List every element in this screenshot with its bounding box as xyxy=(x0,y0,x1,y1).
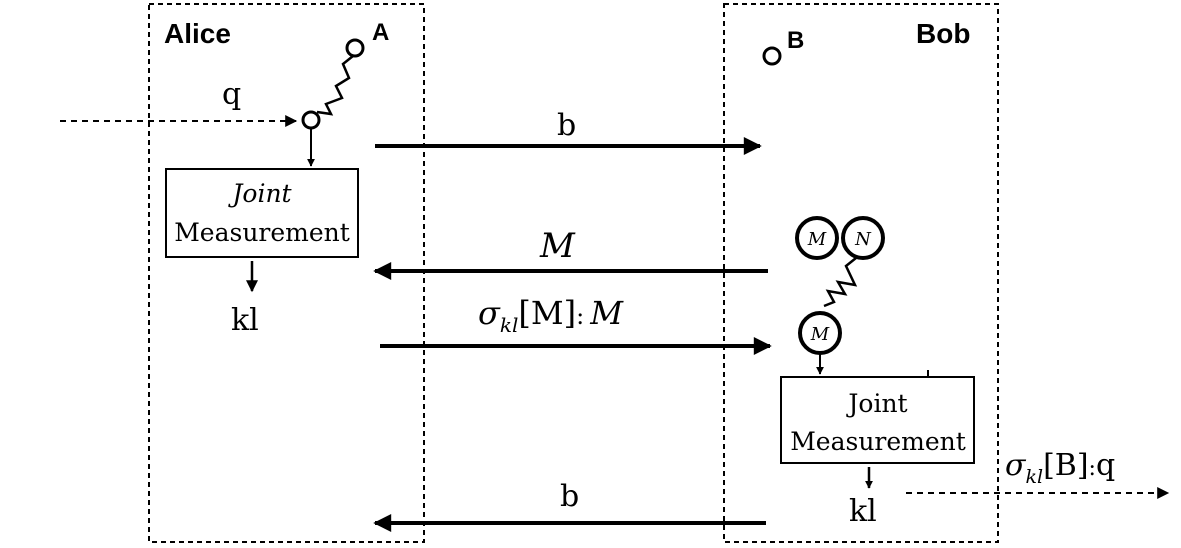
bob-particle-m-icon xyxy=(795,216,839,260)
output-sub: kl xyxy=(1025,466,1043,488)
input-q-label: q xyxy=(222,77,241,112)
alice-box-line1: Joint xyxy=(227,179,292,208)
bob-particle-m2-icon xyxy=(798,311,842,355)
message-3-label: σkl[M]:M xyxy=(478,294,624,337)
alice-qubit-a-icon xyxy=(345,38,365,58)
bob-particle-m-label: M xyxy=(807,229,827,250)
message-4-label: b xyxy=(560,479,579,514)
output-label: σkl[B]:q xyxy=(1005,448,1115,488)
alice-kl-label: kl xyxy=(231,303,259,338)
message-3-sigma: σ xyxy=(478,294,501,332)
output-sep: : xyxy=(1089,456,1096,481)
bob-particle-n-label: N xyxy=(854,229,872,250)
alice-box-line2: Measurement xyxy=(174,218,350,247)
bob-box-line2: Measurement xyxy=(790,427,966,456)
output-sigma: σ xyxy=(1005,448,1027,483)
message-3-sep: : xyxy=(576,302,584,330)
output-bracket: [B] xyxy=(1043,448,1088,483)
alice-qubit-q-icon xyxy=(301,110,321,130)
bob-box-line1: Joint xyxy=(845,389,907,418)
alice-entanglement-icon xyxy=(316,55,354,116)
message-2-label: M xyxy=(539,226,576,266)
output-tail: q xyxy=(1096,448,1115,483)
alice-label: Alice xyxy=(164,18,231,49)
message-3-bracket: [M] xyxy=(518,294,576,332)
alice-measurement-box xyxy=(165,168,359,258)
bob-qubit-b-label: B xyxy=(787,27,804,54)
bob-particle-m2-label: M xyxy=(810,324,830,345)
bob-particle-n-icon xyxy=(841,216,885,260)
bob-measurement-box xyxy=(780,376,975,464)
bob-kl-label: kl xyxy=(849,494,877,529)
bob-entanglement-icon xyxy=(823,257,858,308)
message-1-label: b xyxy=(557,108,576,143)
bob-qubit-b-icon xyxy=(762,46,782,66)
message-3-sub: kl xyxy=(500,313,519,337)
bob-label: Bob xyxy=(916,18,970,49)
alice-qubit-a-label: A xyxy=(372,19,389,46)
message-3-tail: M xyxy=(589,294,624,332)
